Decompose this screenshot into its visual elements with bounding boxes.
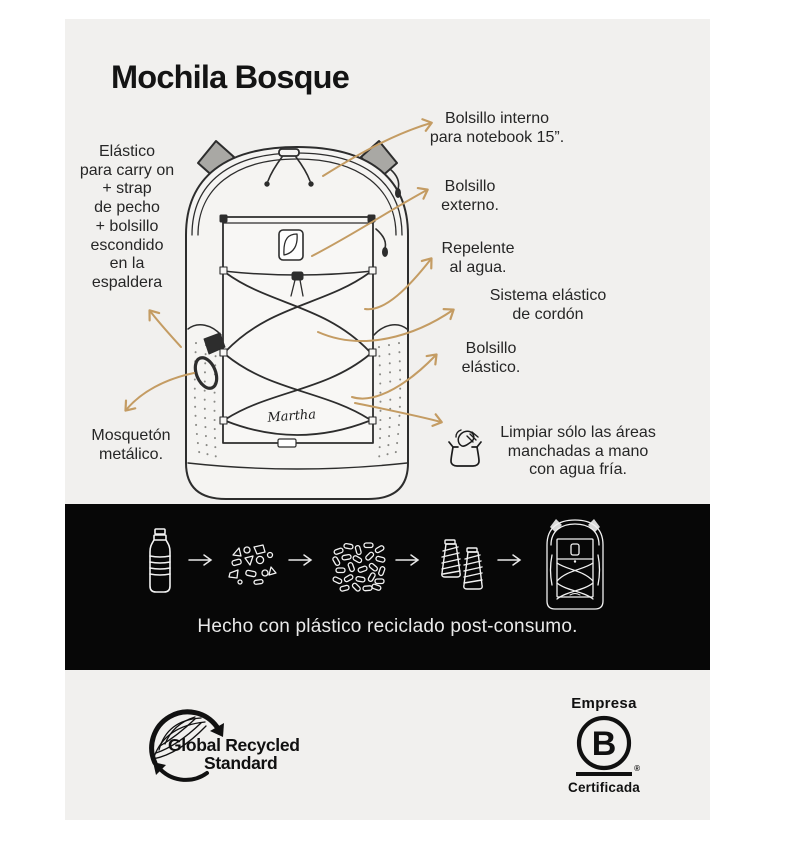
- callout-bolsillo-externo: Bolsillo externo.: [441, 178, 499, 214]
- callout-bolsillo-elastico: Bolsillo elástico.: [461, 340, 521, 376]
- carabiner: [193, 356, 219, 390]
- page-title: Mochila Bosque: [111, 59, 350, 95]
- backpack-icon: [546, 519, 604, 610]
- callout-bolsillo-interno: Bolsillo interno para notebook 15”.: [429, 110, 565, 146]
- step-arrow-icon: [188, 554, 213, 566]
- bcorp-bottom-label: Certificada: [568, 780, 640, 795]
- plastic-bottle-icon: [149, 528, 171, 593]
- bcorp-circle-b-icon: B: [576, 715, 632, 771]
- brand-script-label: Martha: [266, 407, 317, 425]
- recycle-band: Hecho con plástico reciclado post-consum…: [65, 504, 710, 670]
- side-pocket-left: [187, 323, 222, 336]
- bcorp-top-label: Empresa: [571, 695, 637, 712]
- callout-elastico-carryon: Elástico para carry on + strap de pecho …: [79, 143, 175, 292]
- grs-label-line1: Global Recycled: [168, 735, 300, 755]
- step-arrow-icon: [497, 554, 522, 566]
- callout-mosqueton: Mosquetón metálico.: [91, 427, 171, 463]
- globe-recycle-icon: [149, 709, 224, 782]
- callout-repelente: Repelente al agua.: [441, 240, 515, 276]
- top-handle: [278, 148, 300, 157]
- svg-text:B: B: [592, 725, 617, 763]
- backpack-illustration: Martha: [185, 140, 409, 500]
- step-arrow-icon: [288, 554, 313, 566]
- elastic-cord: [225, 272, 370, 352]
- hand-wash-icon: [448, 429, 482, 467]
- callout-sistema-elastico: Sistema elástico de cordón: [489, 287, 607, 323]
- callout-limpiar: Limpiar sólo las áreas manchadas a mano …: [500, 424, 656, 479]
- grs-label: Global Recycled Standard: [168, 735, 300, 773]
- zipper-strap: [203, 332, 226, 355]
- plastic-flakes-icon: [228, 544, 277, 585]
- content-canvas: Mochila Bosque: [65, 19, 710, 820]
- elastic-cord: [225, 420, 370, 436]
- band-caption: Hecho con plástico reciclado post-consum…: [197, 616, 578, 637]
- grs-label-line2: Standard: [204, 752, 278, 773]
- bcorp-underline: ®: [576, 764, 640, 776]
- grs-logo: Global Recycled Standard: [143, 706, 373, 796]
- bcorp-logo: Empresa B ® Certificada: [564, 695, 644, 795]
- plastic-pellets-icon: [332, 542, 386, 592]
- registered-mark: ®: [634, 764, 640, 773]
- step-arrow-icon: [395, 554, 420, 566]
- thread-spools-icon: [441, 539, 483, 590]
